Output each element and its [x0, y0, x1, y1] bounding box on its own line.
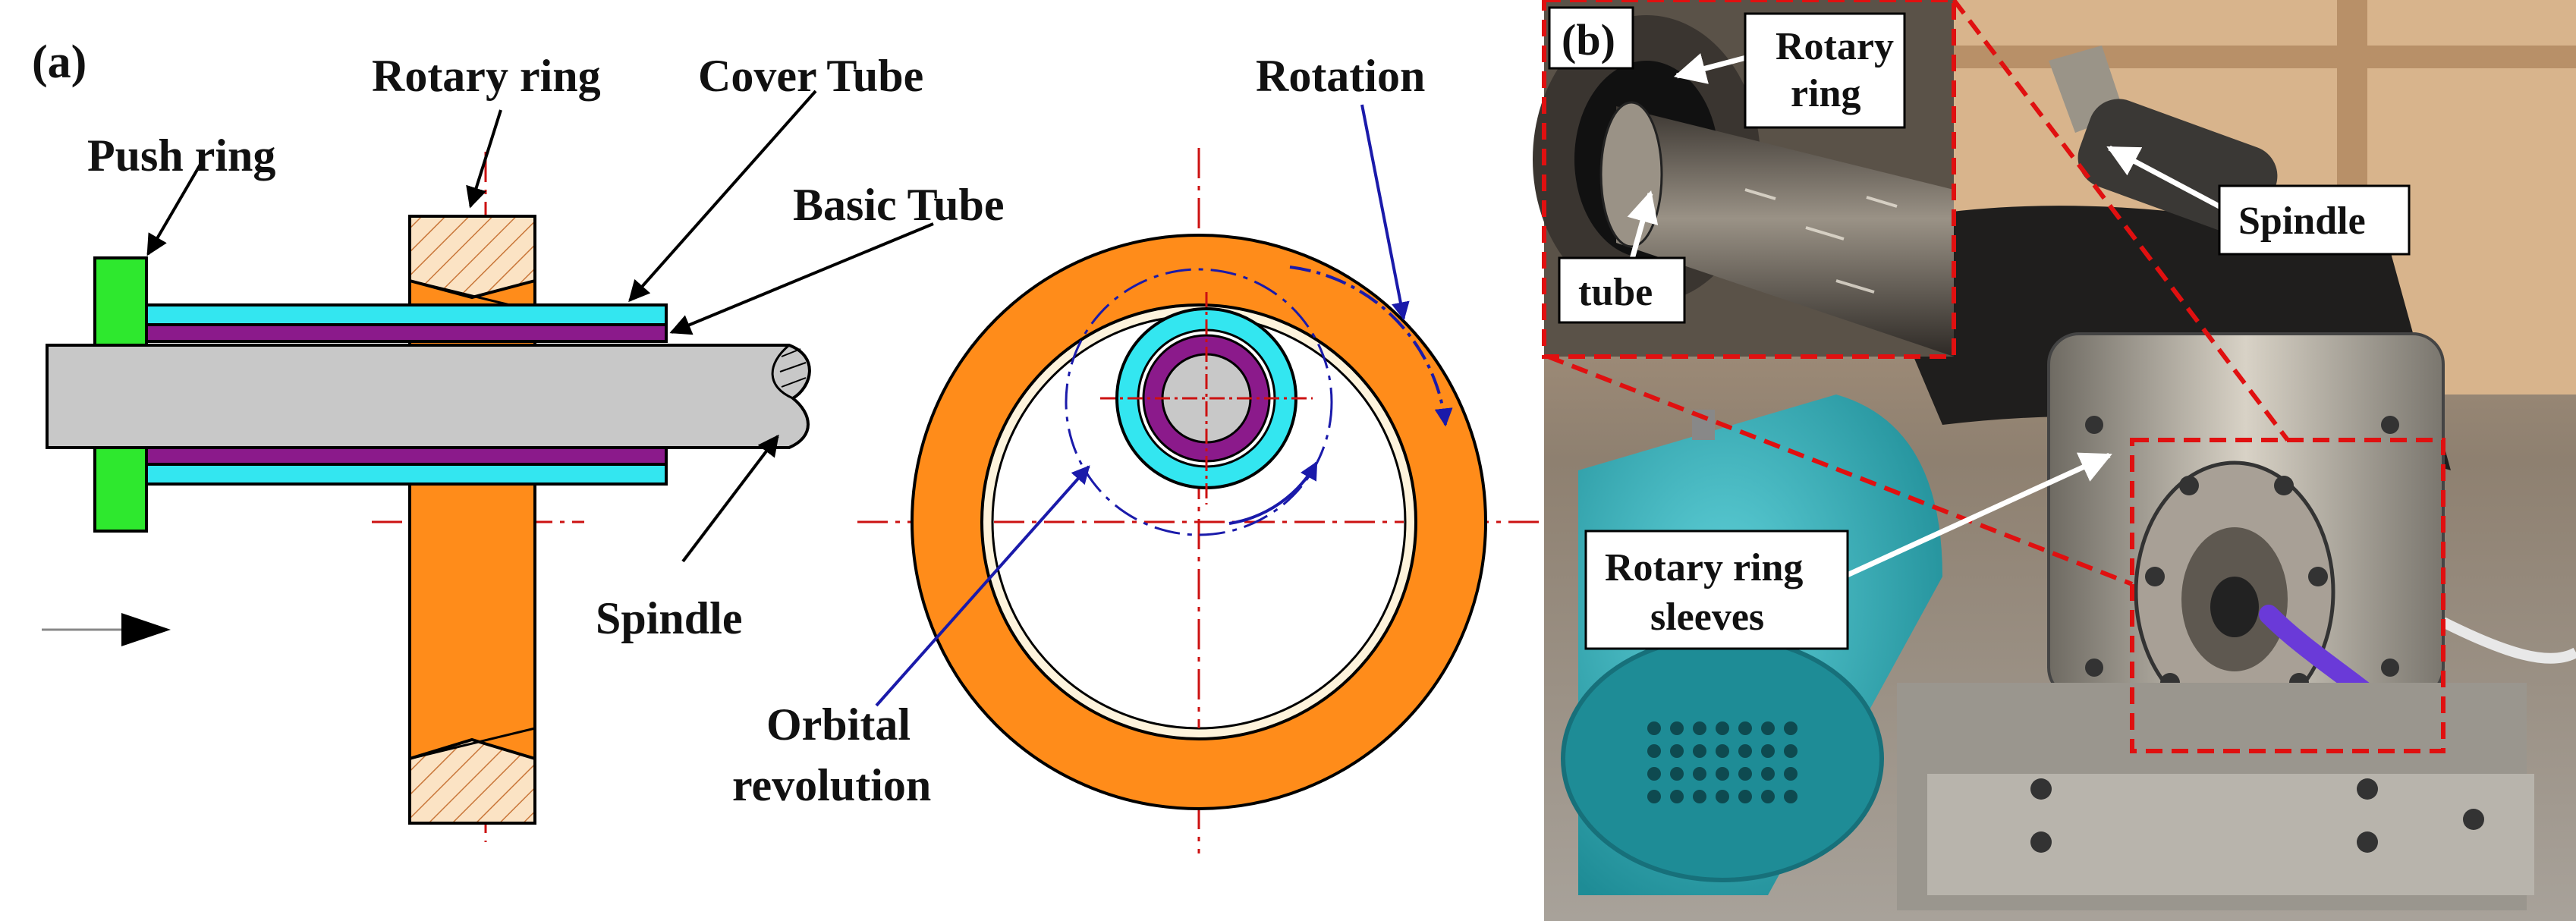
label-basic-tube: Basic Tube: [793, 180, 1004, 230]
basic-tube-top: [145, 323, 668, 343]
panel-b-tag: (b): [1562, 15, 1615, 64]
cover-tube-bottom: [145, 463, 668, 486]
basic-tube-bottom: [145, 446, 668, 466]
end-view: [857, 104, 1540, 853]
panel-a-tag: (a): [32, 36, 86, 88]
label-push-ring: Push ring: [87, 130, 275, 181]
label-sleeves-line1: Rotary ring: [1605, 546, 1803, 589]
label-spindle: Spindle: [596, 593, 742, 643]
label-inset-rotary-line2: ring: [1791, 72, 1860, 115]
label-rotary-ring: Rotary ring: [372, 51, 601, 101]
spindle-shaft: [46, 344, 811, 449]
cover-tube-top: [145, 303, 668, 326]
orbital-path: [1065, 268, 1333, 536]
feed-direction-arrow: [42, 613, 171, 646]
panel-a: (a): [32, 36, 1540, 853]
label-rotation: Rotation: [1256, 51, 1425, 101]
label-orbital-line1: Orbital: [766, 699, 911, 750]
label-inset-rotary-line1: Rotary: [1776, 25, 1894, 68]
label-orbital-line2: revolution: [732, 760, 931, 810]
panel-b-photo: (b) Rotary ring tube Spindle Rotary ring…: [1533, 0, 2576, 921]
label-sleeves-line2: sleeves: [1650, 596, 1764, 639]
label-cover-tube: Cover Tube: [698, 51, 923, 101]
label-inset-tube: tube: [1578, 271, 1653, 314]
label-photo-spindle: Spindle: [2238, 200, 2366, 243]
